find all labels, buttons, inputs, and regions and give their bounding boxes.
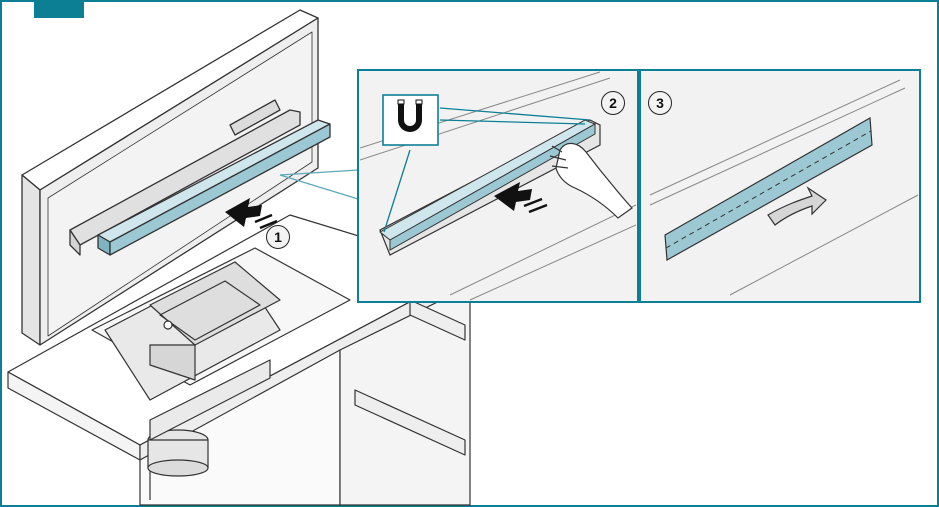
push-arrow-icon — [225, 198, 278, 230]
detail-panel-3 — [639, 69, 921, 303]
push-arrow-icon — [494, 182, 548, 214]
callout-line — [279, 174, 359, 200]
detail-panel-2 — [357, 69, 639, 303]
lift-box — [91, 247, 351, 401]
cabinet-rail — [354, 389, 466, 456]
tv — [21, 9, 331, 346]
magnet-icon — [382, 94, 439, 146]
curved-arrow-icon — [767, 186, 827, 226]
callout-line — [279, 169, 359, 176]
callout-marker-2: 2 — [601, 91, 625, 115]
desk — [7, 214, 471, 506]
callout-marker-1: 1 — [266, 225, 290, 249]
callout-marker-3: 3 — [648, 91, 672, 115]
step-number-badge — [34, 0, 84, 18]
hand-icon — [549, 142, 633, 219]
